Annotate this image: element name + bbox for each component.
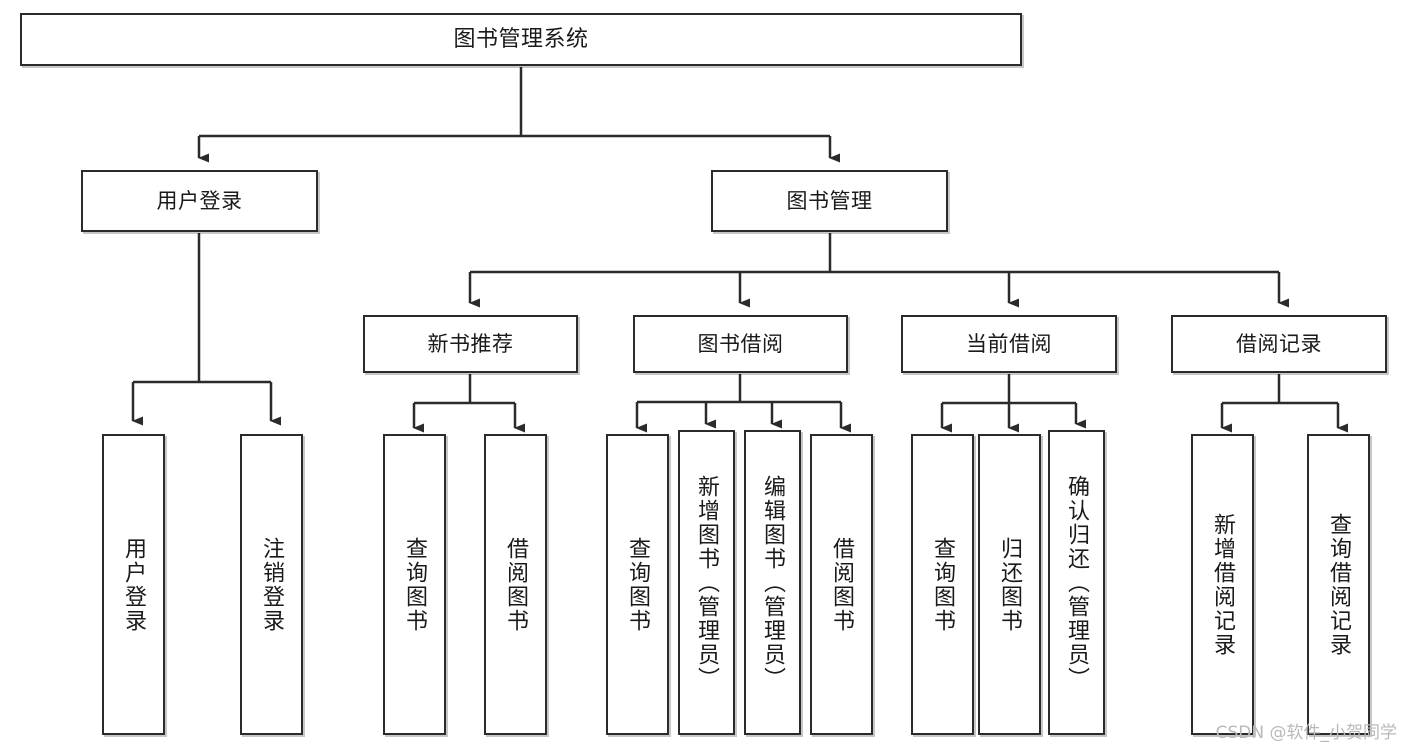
node-label: 借阅图书 [829, 536, 855, 633]
node-label: 用户登录 [121, 536, 147, 633]
node-label: 图书管理系统 [453, 26, 589, 52]
node-label: 当前借阅 [966, 331, 1052, 356]
node-label: 查询借阅记录 [1326, 512, 1352, 657]
leaf-borrow-borrow-book[interactable]: 借阅图书 [810, 434, 873, 735]
leaf-borrow-query-book[interactable]: 查询图书 [606, 434, 669, 735]
node-new-book-recommend[interactable]: 新书推荐 [363, 315, 578, 373]
node-label: 注销登录 [259, 536, 285, 633]
node-label: 查询图书 [402, 536, 428, 633]
watermark-text: CSDN @软件_小贺同学 [1215, 723, 1397, 743]
node-label: 新增借阅记录 [1210, 512, 1236, 657]
leaf-records-add-record[interactable]: 新增借阅记录 [1191, 434, 1254, 735]
node-label: 借阅记录 [1236, 331, 1322, 356]
leaf-borrow-edit-book-admin[interactable]: 编辑图书（管理员） [744, 430, 801, 735]
node-label: 归还图书 [997, 536, 1023, 633]
leaf-recommend-query-book[interactable]: 查询图书 [383, 434, 446, 735]
node-label: 查询图书 [625, 536, 651, 633]
node-root-system[interactable]: 图书管理系统 [20, 13, 1022, 66]
node-current-borrow[interactable]: 当前借阅 [901, 315, 1117, 373]
node-label: 确认归还（管理员） [1064, 474, 1090, 691]
node-label: 图书借阅 [697, 331, 784, 356]
node-borrow-records[interactable]: 借阅记录 [1171, 315, 1387, 373]
csdn-watermark: CSDN @软件_小贺同学 [1216, 718, 1397, 743]
node-label: 新增图书（管理员） [694, 474, 720, 691]
leaf-current-return-book[interactable]: 归还图书 [978, 434, 1041, 735]
leaf-recommend-borrow-book[interactable]: 借阅图书 [484, 434, 547, 735]
node-book-borrow[interactable]: 图书借阅 [633, 315, 848, 373]
node-label: 新书推荐 [427, 331, 514, 356]
leaf-records-query-record[interactable]: 查询借阅记录 [1307, 434, 1370, 735]
leaf-user-login-logout[interactable]: 注销登录 [240, 434, 303, 735]
leaf-borrow-add-book-admin[interactable]: 新增图书（管理员） [678, 430, 735, 735]
node-label: 借阅图书 [503, 536, 529, 633]
leaf-current-confirm-return-admin[interactable]: 确认归还（管理员） [1048, 430, 1105, 735]
node-user-login[interactable]: 用户登录 [81, 170, 318, 232]
node-label: 查询图书 [930, 536, 956, 633]
node-book-management[interactable]: 图书管理 [711, 170, 948, 232]
node-label: 编辑图书（管理员） [760, 474, 786, 691]
node-label: 图书管理 [786, 188, 873, 213]
leaf-current-query-book[interactable]: 查询图书 [911, 434, 974, 735]
leaf-user-login-login[interactable]: 用户登录 [102, 434, 165, 735]
node-label: 用户登录 [156, 188, 243, 213]
